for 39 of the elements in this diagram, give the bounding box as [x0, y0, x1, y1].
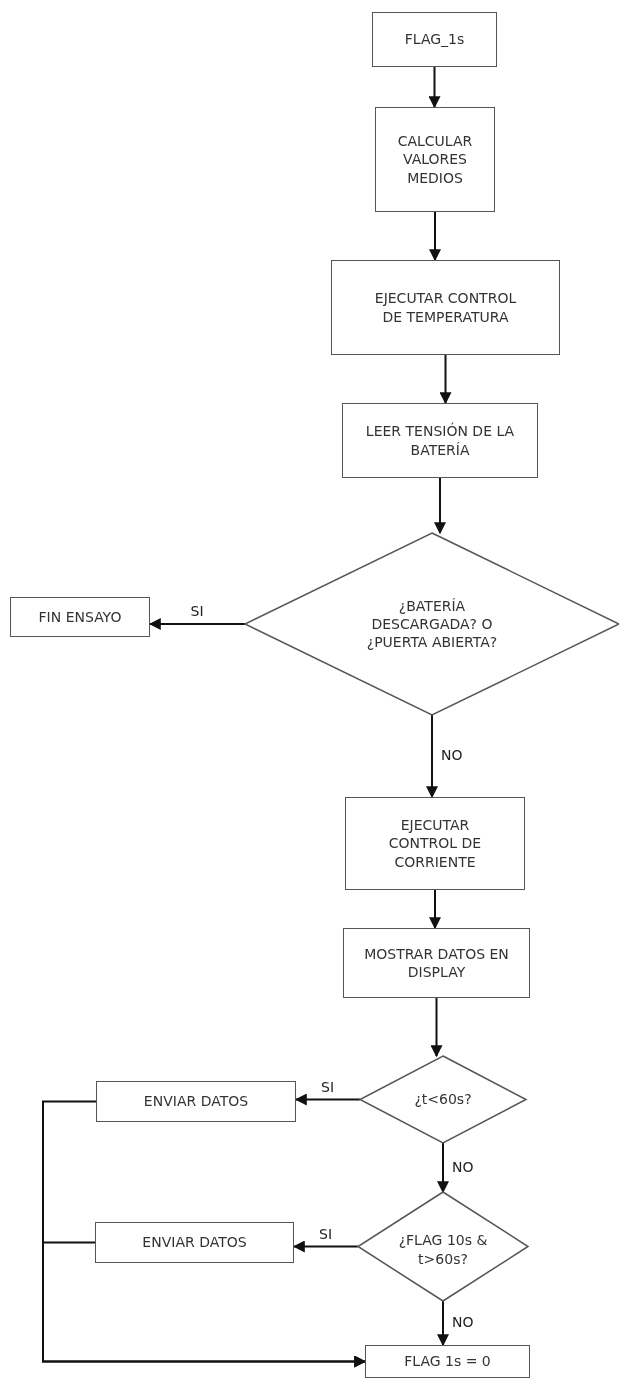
arrow [148, 618, 246, 630]
node-text: MOSTRAR DATOS EN DISPLAY [363, 944, 510, 982]
node-text: EJECUTAR CONTROL DE TEMPERATURA [373, 289, 518, 326]
node-text: ¿FLAG 10s & t>60s? [397, 1231, 489, 1268]
process-box [342, 403, 538, 478]
process-box [375, 107, 495, 212]
arrow [430, 997, 443, 1058]
node-text: FLAG_1s [404, 30, 465, 49]
process-box [372, 12, 497, 67]
node-text: FLAG 1s = 0 [404, 1352, 491, 1371]
edge-label: NO [451, 1159, 475, 1175]
arrow [437, 1142, 449, 1194]
process-box [96, 1081, 296, 1122]
arrow [429, 889, 441, 930]
node-text: CALCULAR VALORES MEDIOS [396, 132, 474, 187]
process-box [345, 797, 525, 890]
process-box [10, 597, 150, 637]
arrow [426, 714, 438, 799]
arrow [429, 211, 441, 262]
process-box [343, 928, 530, 998]
arrow [428, 66, 441, 109]
node-text: ENVIAR DATOS [142, 1233, 247, 1252]
node-text: EJECUTAR CONTROL DE CORRIENTE [387, 816, 483, 871]
arrow [292, 1240, 359, 1253]
process-box [95, 1222, 294, 1263]
arrow [439, 354, 452, 405]
arrow [42, 1241, 367, 1368]
arrow [434, 477, 446, 535]
arrow [437, 1300, 449, 1347]
process-box [331, 260, 560, 355]
node-text: ENVIAR DATOS [143, 1092, 249, 1111]
arrow [294, 1093, 361, 1106]
edge-label: SI [320, 1079, 335, 1095]
node-text: FIN ENSAYO [38, 607, 122, 627]
node-text: LEER TENSIÓN DE LA BATERÍA [365, 422, 515, 459]
process-box [365, 1345, 530, 1378]
edge-label: SI [318, 1226, 333, 1242]
node-text: ¿BATERÍA DESCARGADA? O ¿PUERTA ABIERTA? [365, 596, 499, 652]
node-text: ¿t<60s? [414, 1090, 472, 1109]
